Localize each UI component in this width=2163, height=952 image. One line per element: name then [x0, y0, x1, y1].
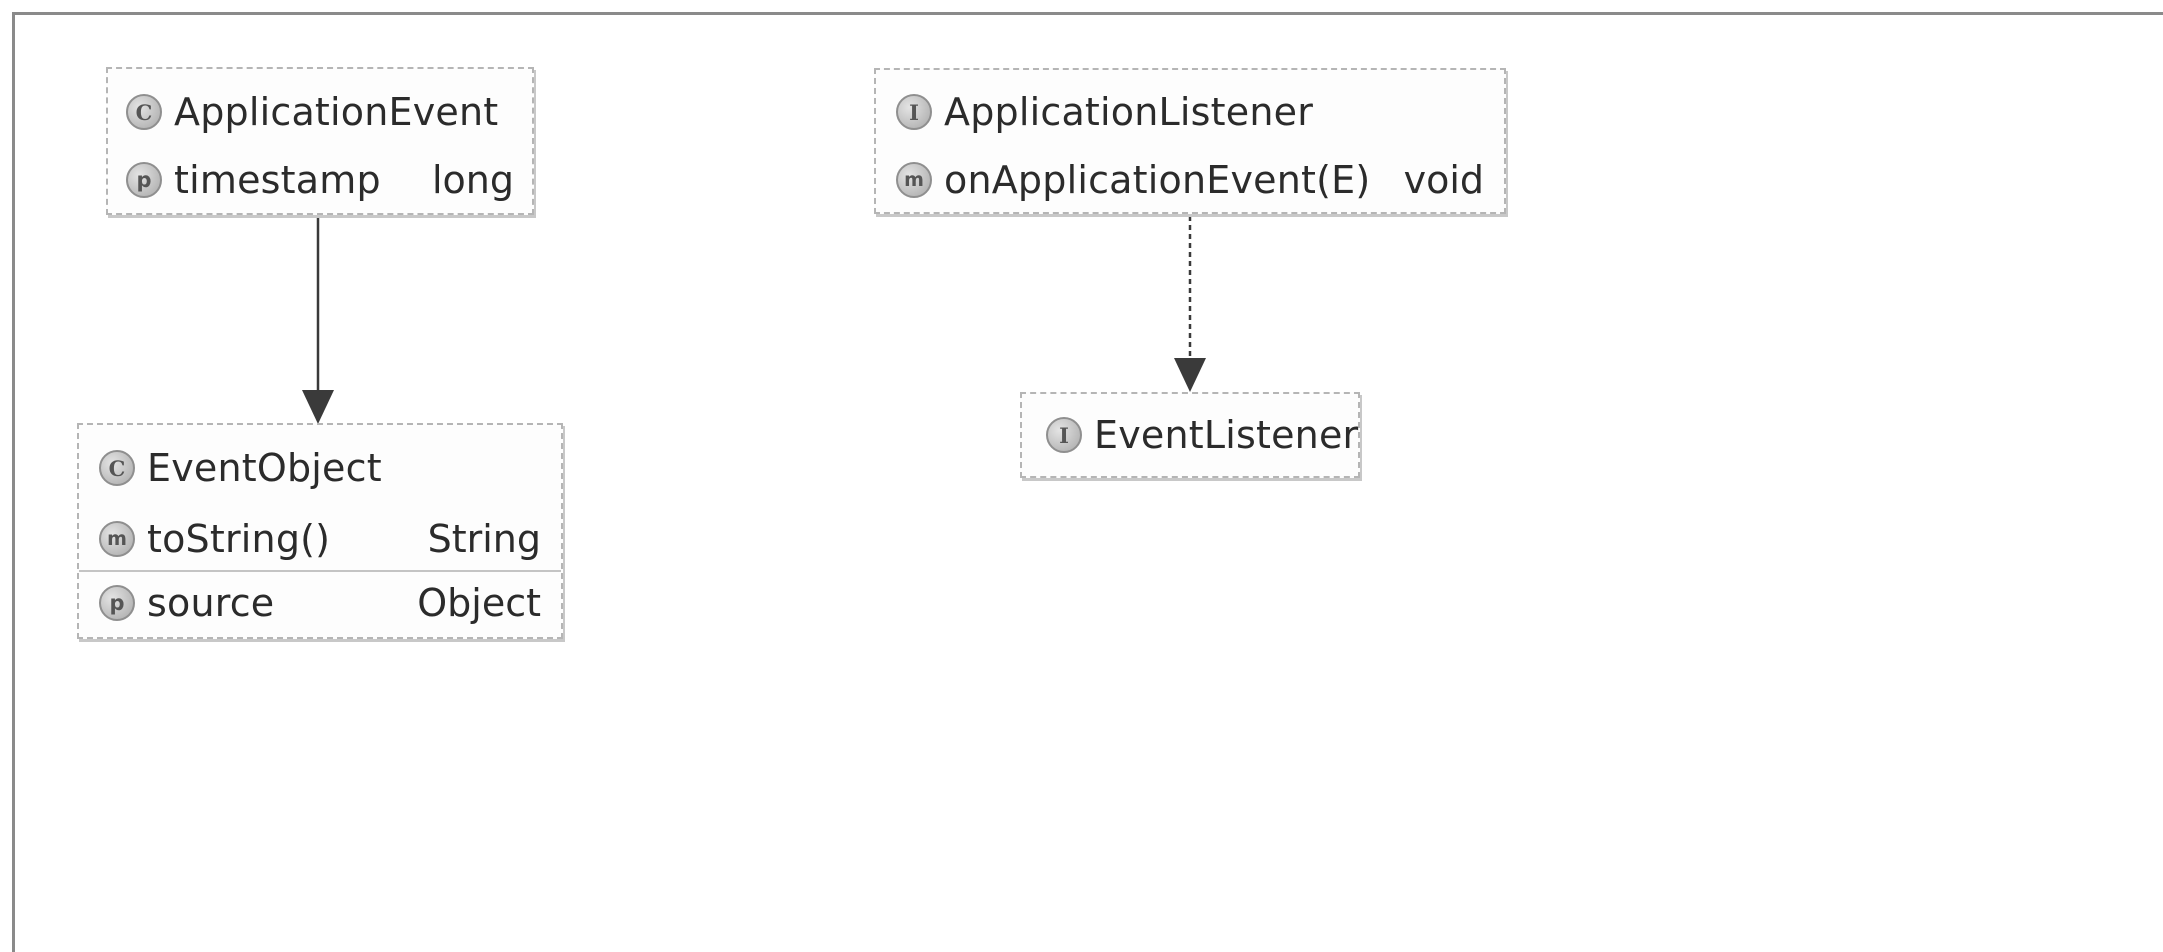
property-icon: p: [99, 585, 135, 621]
member-row[interactable]: m toString() String: [79, 511, 561, 567]
interface-name: EventListener: [1094, 413, 1359, 457]
member-name: source: [147, 581, 275, 625]
class-box-application-event[interactable]: C ApplicationEvent p timestamp long: [106, 67, 534, 215]
member-row[interactable]: p timestamp long: [108, 153, 532, 207]
diagram-frame: [12, 12, 2163, 952]
method-icon: m: [896, 162, 932, 198]
interface-icon: I: [1046, 417, 1082, 453]
property-icon: p: [126, 162, 162, 198]
member-type: void: [1403, 158, 1484, 202]
implements-arrow-head: [1174, 358, 1206, 392]
class-icon: C: [99, 450, 135, 486]
member-name: onApplicationEvent(E): [944, 158, 1371, 202]
extends-arrow-head: [302, 390, 334, 424]
method-icon: m: [99, 521, 135, 557]
member-name: timestamp: [174, 158, 381, 202]
class-icon: C: [126, 94, 162, 130]
interface-header: I ApplicationListener: [876, 85, 1504, 139]
member-name: toString(): [147, 517, 331, 561]
interface-box-event-listener[interactable]: I EventListener: [1020, 392, 1360, 478]
class-name: ApplicationEvent: [174, 90, 499, 134]
interface-header: I EventListener: [1022, 408, 1358, 462]
class-header: C EventObject: [79, 441, 561, 495]
member-type: long: [431, 158, 514, 202]
member-row[interactable]: p source Object: [79, 570, 561, 634]
member-type: String: [427, 517, 541, 561]
class-header: C ApplicationEvent: [108, 85, 532, 139]
interface-box-application-listener[interactable]: I ApplicationListener m onApplicationEve…: [874, 68, 1506, 214]
interface-name: ApplicationListener: [944, 90, 1314, 134]
class-box-event-object[interactable]: C EventObject m toString() String p sour…: [77, 423, 563, 639]
interface-icon: I: [896, 94, 932, 130]
member-row[interactable]: m onApplicationEvent(E) void: [876, 153, 1504, 207]
class-name: EventObject: [147, 446, 382, 490]
member-type: Object: [417, 581, 541, 625]
